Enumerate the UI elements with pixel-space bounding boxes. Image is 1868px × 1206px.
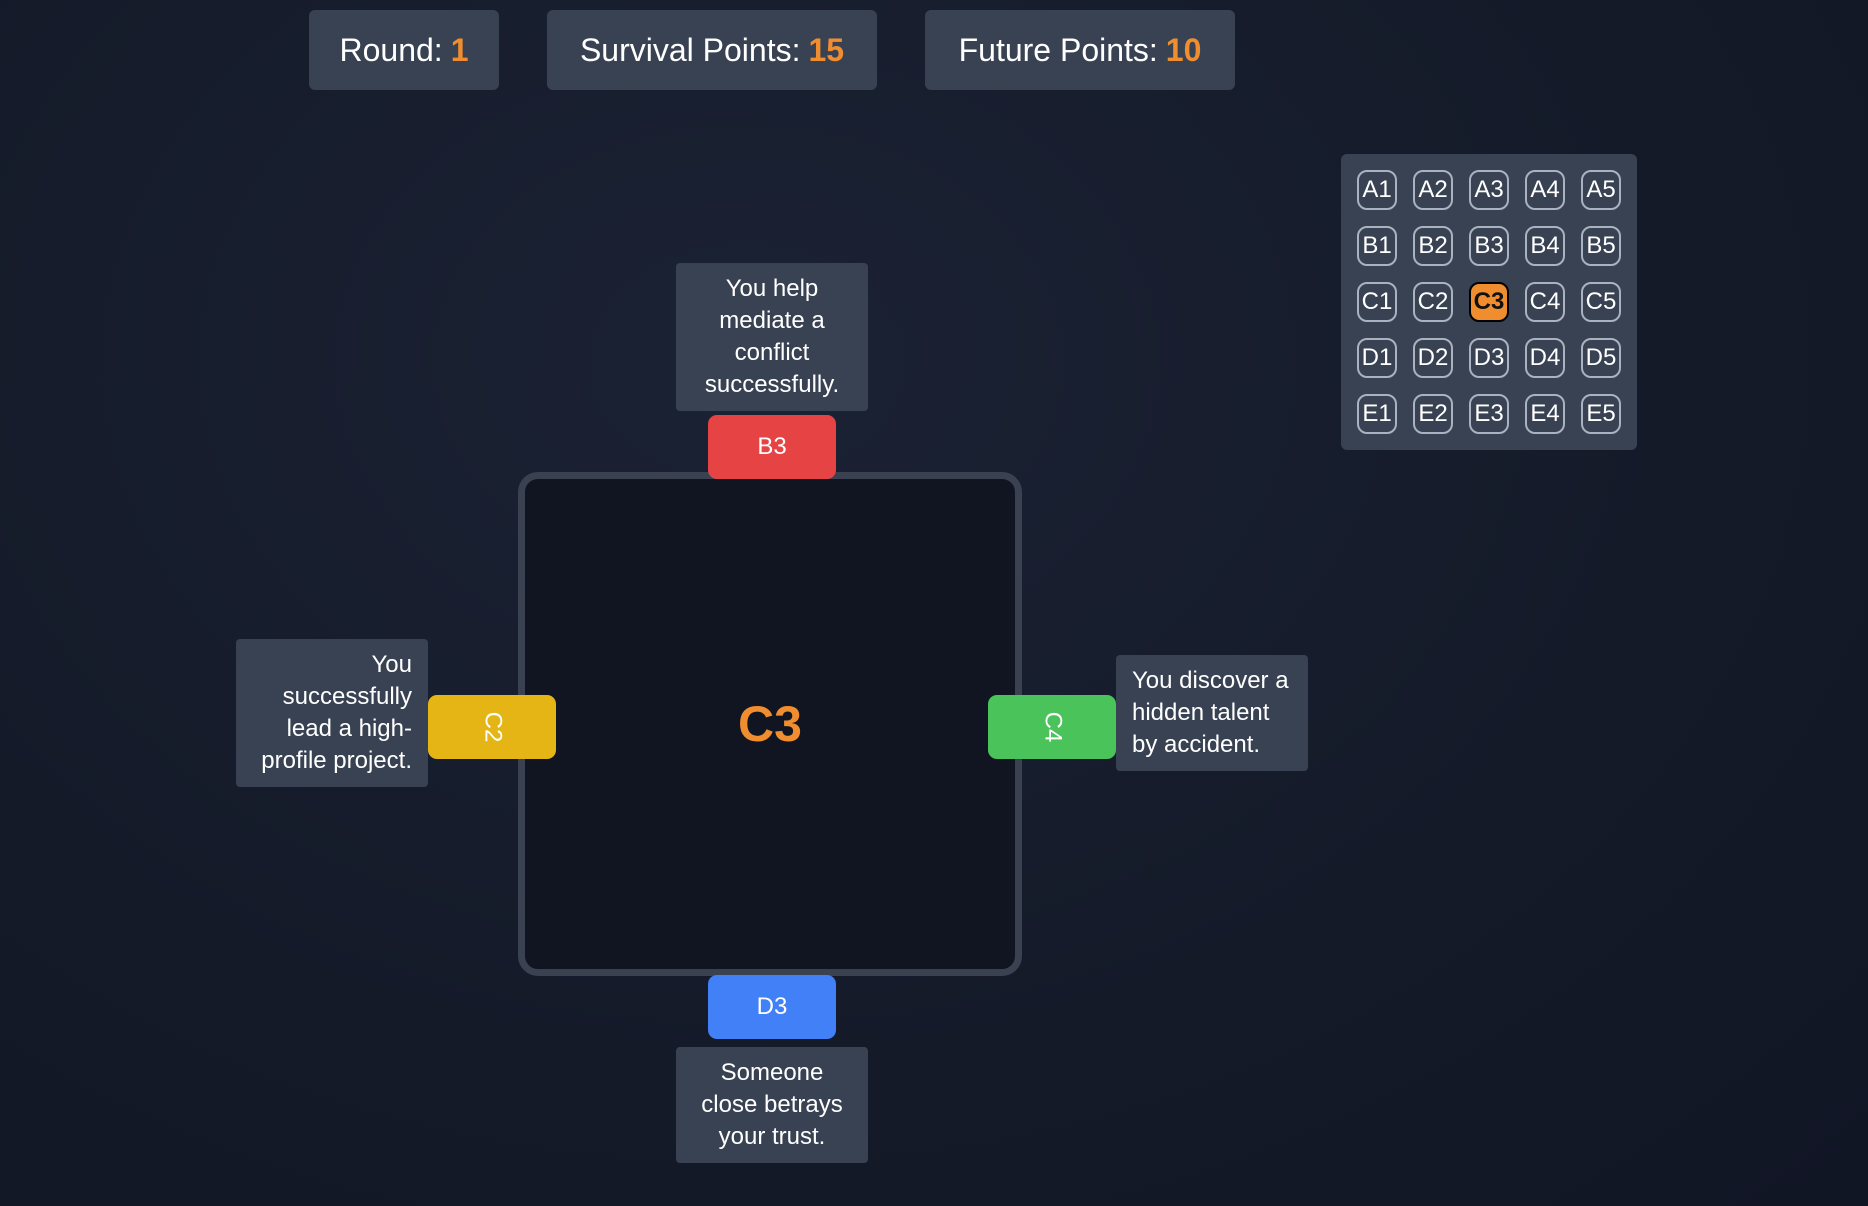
current-position: C3 [738, 696, 802, 752]
minimap-cell-a3: A3 [1469, 170, 1509, 210]
minimap-cell-a1: A1 [1357, 170, 1397, 210]
minimap-cell-c5: C5 [1581, 282, 1621, 322]
event-card-up: You help mediate a conflict successfully… [676, 263, 868, 411]
move-down-label: D3 [756, 993, 788, 1020]
event-card-left: You successfully lead a high-profile pro… [236, 639, 428, 787]
future-points-counter: Future Points: 10 [925, 10, 1235, 90]
minimap-cell-d4: D4 [1525, 338, 1565, 378]
move-right-button[interactable]: C4 [988, 695, 1116, 759]
move-down-button[interactable]: D3 [708, 975, 836, 1039]
future-points-label: Future Points: [958, 31, 1158, 68]
minimap-cell-d2: D2 [1413, 338, 1453, 378]
minimap-cell-c4: C4 [1525, 282, 1565, 322]
survival-points-value: 15 [808, 31, 845, 68]
minimap-cell-a5: A5 [1581, 170, 1621, 210]
round-value: 1 [450, 31, 469, 68]
move-up-button[interactable]: B3 [708, 415, 836, 479]
future-points-value: 10 [1165, 31, 1202, 68]
minimap-cell-d5: D5 [1581, 338, 1621, 378]
minimap-cell-b1: B1 [1357, 226, 1397, 266]
move-left-label: C2 [479, 711, 506, 743]
minimap-cell-e5: E5 [1581, 394, 1621, 434]
minimap-cell-e4: E4 [1525, 394, 1565, 434]
minimap-cell-b5: B5 [1581, 226, 1621, 266]
minimap-cell-b3: B3 [1469, 226, 1509, 266]
minimap-cell-c2: C2 [1413, 282, 1453, 322]
round-label: Round: [339, 31, 443, 68]
round-counter: Round: 1 [309, 10, 499, 90]
minimap-cell-b2: B2 [1413, 226, 1453, 266]
minimap-cell-a4: A4 [1525, 170, 1565, 210]
move-left-button[interactable]: C2 [428, 695, 556, 759]
move-right-label: C4 [1039, 711, 1066, 743]
event-card-right: You discover a hidden talent by accident… [1116, 655, 1308, 771]
survival-points-label: Survival Points: [579, 31, 801, 68]
minimap-cell-a2: A2 [1413, 170, 1453, 210]
minimap-cell-e1: E1 [1357, 394, 1397, 434]
survival-points-counter: Survival Points: 15 [547, 10, 877, 90]
minimap-cell-e3: E3 [1469, 394, 1509, 434]
minimap-cell-d1: D1 [1357, 338, 1397, 378]
minimap-cell-e2: E2 [1413, 394, 1453, 434]
event-card-down: Someone close betrays your trust. [676, 1047, 868, 1163]
move-up-label: B3 [757, 433, 787, 460]
minimap-cell-d3: D3 [1469, 338, 1509, 378]
minimap-cell-c1: C1 [1357, 282, 1397, 322]
minimap-cell-b4: B4 [1525, 226, 1565, 266]
minimap-cell-c3: C3 [1469, 282, 1509, 322]
game-board: C3 [518, 472, 1022, 976]
